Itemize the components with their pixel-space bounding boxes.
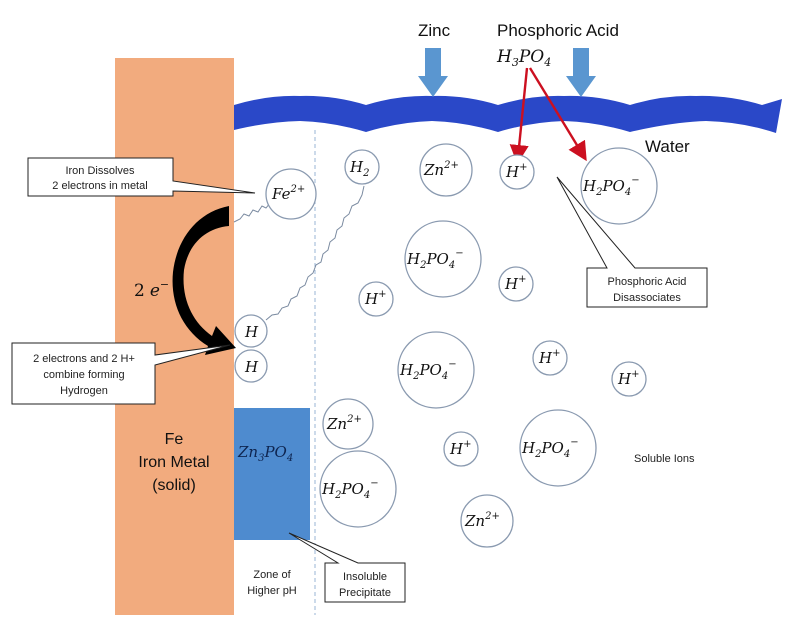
svg-text:H+: H+ [505, 162, 527, 181]
hydrogen-squiggle [265, 185, 365, 321]
svg-text:Fe2+: Fe2+ [271, 184, 305, 203]
callout-hydrogen-forming [11, 342, 231, 405]
ion-h2po4-5: H2PO4− [519, 409, 597, 487]
ion-h2po4-2: H2PO4− [404, 220, 482, 298]
callout-acid-dissociates [556, 176, 708, 308]
iron-label-3: (solid) [152, 477, 196, 494]
svg-text:Zn2+: Zn2+ [423, 160, 459, 179]
ion-zn-1: Zn2+ [419, 143, 473, 197]
svg-text:H+: H+ [504, 274, 526, 293]
iron-label-1: Fe [165, 431, 184, 448]
svg-text:H+: H+ [449, 439, 471, 458]
callout-insoluble-line2: Precipitate [339, 587, 391, 599]
ion-h2po4-1: H2PO4− [580, 147, 658, 225]
svg-text:H2PO4−: H2PO4− [399, 359, 457, 382]
callout-hydrogen-line3: Hydrogen [60, 385, 108, 397]
fe-dissolution-squiggle [233, 202, 271, 223]
zone-label-line2: Higher pH [247, 585, 297, 597]
water-surface [234, 95, 782, 133]
ion-h2: H2 [344, 149, 380, 185]
callout-acid-line1: Phosphoric Acid [608, 276, 687, 288]
svg-text:H+: H+ [617, 369, 639, 388]
svg-text:H2PO4−: H2PO4− [406, 248, 464, 271]
ion-zn-2: Zn2+ [322, 398, 374, 450]
callout-hydrogen-line2: combine forming [43, 369, 124, 381]
acid-down-arrow-icon [566, 48, 596, 97]
callout-iron-dissolves [27, 157, 256, 197]
callout-hydrogen-line1: 2 electrons and 2 H+ [33, 353, 135, 365]
svg-text:Zn2+: Zn2+ [326, 414, 362, 433]
ion-h-plus-6: H+ [443, 431, 479, 467]
soluble-ions-label: Soluble Ions [634, 453, 695, 465]
svg-text:H: H [244, 323, 259, 341]
ion-h2po4-4: H2PO4− [319, 450, 397, 528]
ion-h-plus-3: H+ [498, 266, 534, 302]
dissociation-arrow-h-plus [509, 67, 529, 165]
callout-iron-dissolves-line2: 2 electrons in metal [52, 180, 147, 192]
phosphoric-acid-formula: H3PO4 [496, 47, 551, 69]
svg-text:H: H [244, 358, 259, 376]
callout-insoluble-precipitate [288, 532, 406, 603]
svg-text:H2: H2 [349, 158, 369, 179]
h-atom-2: H [234, 349, 268, 383]
electron-flow-arrow [172, 206, 236, 355]
callout-insoluble-line1: Insoluble [343, 571, 387, 583]
svg-text:H2PO4−: H2PO4− [321, 478, 379, 501]
zinc-phosphate-precipitate [234, 408, 310, 540]
ion-h2po4-3: H2PO4− [397, 331, 475, 409]
callout-iron-dissolves-line1: Iron Dissolves [65, 165, 135, 177]
svg-text:H+: H+ [538, 348, 560, 367]
precipitate-formula: Zn3PO4 [237, 443, 293, 464]
water-label: Water [645, 137, 690, 156]
svg-text:H+: H+ [364, 289, 386, 308]
zone-label-line1: Zone of [253, 569, 291, 581]
ion-h-plus-1: H+ [499, 154, 535, 190]
svg-text:Zn2+: Zn2+ [464, 511, 500, 530]
phosphoric-acid-label: Phosphoric Acid [497, 21, 619, 40]
zinc-down-arrow-icon [418, 48, 448, 97]
dissociation-arrow-h2po4 [528, 67, 587, 162]
svg-text:H2PO4−: H2PO4− [521, 437, 579, 460]
zinc-label: Zinc [418, 21, 451, 40]
callout-acid-line2: Disassociates [613, 292, 681, 304]
svg-text:H2PO4−: H2PO4− [582, 175, 640, 198]
ion-h-plus-5: H+ [611, 361, 647, 397]
h-atom-1: H [234, 314, 268, 348]
ion-fe-2plus: Fe2+ [265, 168, 317, 220]
ion-zn-3: Zn2+ [460, 494, 514, 548]
ion-h-plus-4: H+ [532, 340, 568, 376]
iron-label-2: Iron Metal [138, 454, 209, 471]
ion-h-plus-2: H+ [358, 281, 394, 317]
